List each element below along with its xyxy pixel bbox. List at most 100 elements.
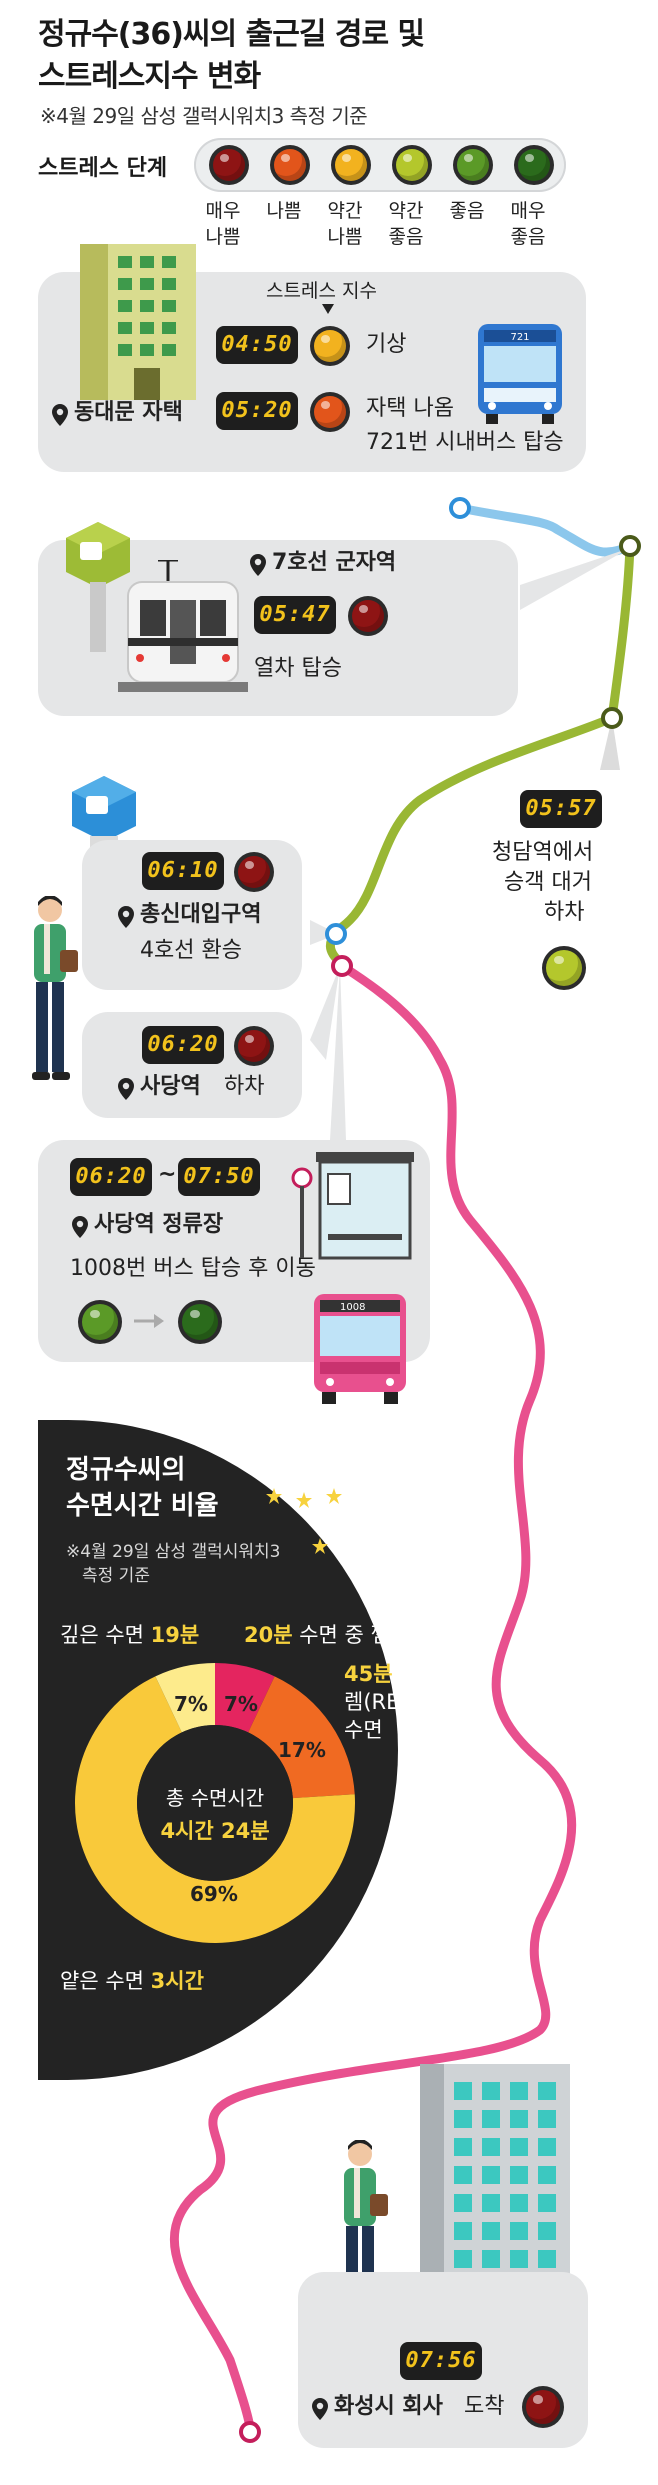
sleep-title: 정규수씨의 수면시간 비율 — [66, 1452, 219, 1524]
time-sadang: 06:20 — [142, 1026, 224, 1064]
stress-dot-sadang — [238, 1030, 270, 1062]
awake-label: 20분 수면 중 깸 — [244, 1623, 390, 1647]
time-gunja: 05:47 — [254, 596, 336, 634]
legend-text-good: 좋음 — [449, 200, 485, 222]
stress-dot-busstop-to — [182, 1304, 218, 1340]
stress-dot-leave-home — [314, 396, 346, 428]
route-bus-1008 — [169, 961, 577, 2435]
subway-train-icon — [118, 560, 248, 692]
wakeup-label: 기상 — [366, 332, 407, 357]
location-pin-icon — [118, 1078, 134, 1100]
pct-rem: 17% — [278, 1738, 326, 1762]
cheongdam-line-3: 하차 — [544, 900, 585, 925]
chongshin-location: 총신대입구역 — [140, 902, 262, 927]
node-sadang — [331, 955, 353, 977]
home-location: 동대문 자택 — [74, 400, 183, 425]
star-icon — [266, 1488, 342, 1554]
legend-dot-very-bad — [213, 149, 245, 181]
station-sign-icon — [66, 522, 130, 652]
cheongdam-line-2: 승객 대거 — [504, 870, 592, 895]
legend-dot-slightly-good — [396, 149, 428, 181]
location-pin-icon — [250, 554, 266, 576]
stress-legend-label: 스트레스 단계 — [38, 156, 168, 181]
office-window — [454, 2194, 472, 2212]
leave-home-label: 자택 나옴 — [366, 396, 454, 421]
express-bus-icon: 1008 — [314, 1294, 406, 1404]
time-range-tilde: ~ — [158, 1162, 177, 1187]
office-window — [510, 2250, 528, 2268]
pointer-gunja — [520, 548, 630, 610]
bus-1008-number: 1008 — [340, 1302, 365, 1313]
time-busstop-end: 07:50 — [178, 1158, 260, 1196]
donut-slice-1 — [155, 1663, 215, 1733]
busstop-location: 사당역 정류장 — [94, 1212, 224, 1237]
office-tower-icon — [420, 2064, 570, 2374]
donut-slice-2 — [215, 1663, 275, 1733]
office-window — [454, 2250, 472, 2268]
node-home — [449, 497, 471, 519]
office-window — [510, 2082, 528, 2100]
pointer-chongshin — [310, 920, 338, 945]
bus-shelter-icon — [291, 1152, 414, 1260]
office-window — [510, 2222, 528, 2240]
sleep-note-line-2: 측정 기준 — [82, 1566, 150, 1586]
busstop-label: 1008번 버스 탑승 후 이동 — [70, 1256, 316, 1281]
office-window — [482, 2250, 500, 2268]
chongshin-label: 4호선 환승 — [140, 938, 242, 963]
office-window — [538, 2222, 556, 2240]
light-sleep-label: 얕은 수면 3시간 — [60, 1969, 204, 1993]
office-window — [482, 2194, 500, 2212]
office-window — [454, 2082, 472, 2100]
stress-index-label: 스트레스 지수 — [266, 280, 377, 302]
stress-dot-gunja — [352, 600, 384, 632]
office-window — [538, 2082, 556, 2100]
sadang-location: 사당역 — [140, 1074, 201, 1099]
total-sleep: 총 수면시간 4시간 24분 — [140, 1782, 290, 1845]
office-window — [510, 2166, 528, 2184]
location-pin-icon — [118, 906, 134, 928]
office-window — [482, 2166, 500, 2184]
cheongdam-line-1: 청담역에서 — [492, 840, 594, 865]
title-line-2: 스트레스지수 변화 — [38, 59, 261, 94]
stress-dot-wakeup — [314, 330, 346, 362]
measurement-note: ※4월 29일 삼성 갤럭시워치3 측정 기준 — [40, 104, 368, 128]
time-cheongdam: 05:57 — [520, 790, 602, 828]
commuter-figure — [32, 896, 78, 1080]
pointer-cheongdam — [600, 718, 620, 770]
office-window — [454, 2138, 472, 2156]
pointer-sadang — [310, 966, 340, 1060]
sleep-donut-chart — [75, 1663, 356, 1943]
office-window — [538, 2110, 556, 2128]
arrow-down-icon — [322, 304, 334, 314]
bus-721-number: 721 — [510, 332, 529, 343]
title-line-1: 정규수(36)씨의 출근길 경로 및 — [38, 17, 425, 52]
board-bus-721-label: 721번 시내버스 탑승 — [366, 430, 564, 455]
sleep-title-line-2: 수면시간 비율 — [66, 1491, 219, 1521]
office-window — [510, 2138, 528, 2156]
route-bus-721 — [455, 503, 635, 557]
sleep-title-line-1: 정규수씨의 — [66, 1455, 186, 1485]
location-pin-icon — [72, 1216, 88, 1238]
stress-dot-busstop-from — [82, 1304, 118, 1340]
time-leave-home: 05:20 — [216, 392, 298, 430]
total-sleep-value: 4시간 24분 — [160, 1819, 270, 1843]
pct-awake: 7% — [224, 1692, 258, 1716]
donut-slice-3 — [248, 1676, 355, 1799]
office-window — [454, 2110, 472, 2128]
sadang-label: 하차 — [224, 1074, 265, 1099]
donut-slice-0 — [75, 1676, 356, 1943]
legend-dot-very-good — [518, 149, 550, 181]
node-cheongdam — [601, 707, 623, 729]
office-window — [482, 2138, 500, 2156]
stress-legend-bar — [194, 138, 566, 192]
arrow-right-icon — [134, 1314, 164, 1328]
legend-text-bad: 나쁨 — [266, 200, 302, 222]
office-window — [538, 2138, 556, 2156]
city-bus-icon: 721 — [478, 324, 562, 424]
office-window — [538, 2166, 556, 2184]
apartment-building-icon — [80, 244, 196, 400]
page-title: 정규수(36)씨의 출근길 경로 및 스트레스지수 변화 — [38, 14, 425, 98]
